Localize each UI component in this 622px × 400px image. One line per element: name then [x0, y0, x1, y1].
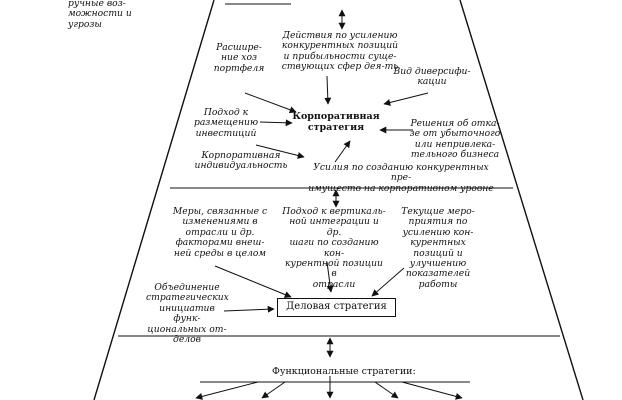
top-left-fragment: ручные воз- можности и угрозы — [68, 0, 132, 30]
functional-strategies-label: Функциональные стратегии: — [272, 366, 416, 377]
current-text: Текущие меро- приятия по усилению кон- к… — [401, 206, 475, 290]
arrow-current — [371, 267, 405, 297]
pyramid-right-edge — [459, 0, 584, 400]
advantage-text: Усилия по созданию конкурентных пре- иму… — [308, 162, 494, 194]
vertical-text: Подход к вертикаль- ной интеграции и др.… — [282, 206, 386, 290]
arrow-investment — [259, 119, 293, 127]
pyramid-left-edge — [93, 0, 215, 400]
expansion-text: Расшире- ние хоз портфеля — [213, 42, 265, 74]
measures-text: Меры, связанные с изменениями в отрасли … — [172, 206, 268, 259]
actions-text: Действия по усилению конкурентных позици… — [281, 30, 399, 73]
func-arrow-4 — [374, 381, 399, 399]
divestment-text: Решения об отка- зе от убыточного или не… — [409, 118, 501, 161]
func-arrow-5 — [401, 381, 463, 400]
arrow-union — [223, 305, 275, 313]
arrow-actions — [324, 75, 332, 105]
corporate-strategy-label: Корпоративная стратегия — [292, 111, 380, 133]
individuality-text: Корпоративная индивидуальность — [194, 150, 288, 172]
func-arrow-2 — [261, 381, 286, 399]
arrow-vertical — [326, 261, 334, 293]
investment-text: Подход к размещению инвестиций — [193, 107, 259, 139]
business-strategy-box: Деловая стратегия — [277, 298, 396, 317]
arrow-diversification — [383, 92, 429, 106]
diversification-text: Вид диверсифи- кации — [393, 66, 471, 88]
arrow-individuality — [255, 144, 305, 159]
arrow-expansion — [244, 92, 297, 114]
arrow-measures — [214, 265, 292, 298]
arrow-advantage — [334, 140, 351, 163]
func-arrow-1 — [195, 381, 259, 400]
union-text: Объединение стратегических инициатив фун… — [146, 282, 229, 346]
